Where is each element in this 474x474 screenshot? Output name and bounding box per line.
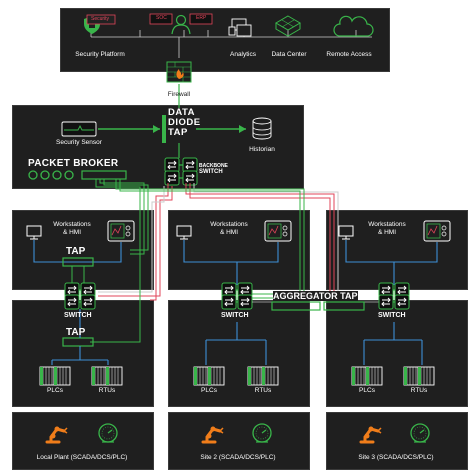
backbone-switch-line1: BACKBONE [199, 163, 228, 169]
aggregator-tap-ports [271, 301, 321, 311]
firewall-label: Firewall [167, 91, 191, 98]
site3-workstations-line2: & HMI [377, 229, 397, 236]
site3-plant-panel [326, 412, 468, 470]
site2-label: Site 2 (SCADA/DCS/PLC) [200, 454, 276, 461]
erp-screen [189, 13, 213, 25]
diode-bar [162, 115, 166, 143]
security-badge [86, 14, 116, 25]
packet-broker-ports [28, 170, 127, 180]
data-center-label: Data Center [271, 51, 307, 58]
robot-arm-icon [201, 425, 225, 444]
site2-switch-label: SWITCH [221, 312, 249, 319]
site1-plant-panel [12, 412, 154, 470]
gauge-icon [98, 423, 118, 443]
site1-workstations-line1: Workstations [53, 221, 91, 228]
analyst-icon [171, 14, 191, 35]
site2-plcs-label: PLCs [201, 387, 217, 394]
security-platform-label: Security Platform [75, 51, 125, 58]
local-plant-label: Local Plant (SCADA/DCS/PLC) [36, 454, 128, 461]
site2-workstations-line2: & HMI [219, 229, 239, 236]
firewall-icon [166, 61, 192, 83]
robot-arm-icon [45, 425, 69, 444]
cloud-icon [333, 15, 374, 37]
data-diode-tap-line2: DIODE [168, 117, 201, 128]
hmi-icon [107, 220, 135, 242]
site1-tap-label: TAP [66, 246, 86, 257]
data-center-icon [275, 15, 301, 37]
security-sensor-label: Security Sensor [56, 139, 102, 146]
gauge-icon [252, 423, 272, 443]
analytics-label: Analytics [229, 51, 257, 58]
site3-plcs-label: PLCs [359, 387, 375, 394]
workstation-icon [26, 225, 42, 240]
aggregator-tap-label: AGGREGATOR TAP [273, 291, 358, 301]
site1-switch-label: SWITCH [64, 312, 92, 319]
site1-tap-ports [62, 257, 94, 267]
site2-plant-panel [168, 412, 310, 470]
site1-plcs-label: PLCs [47, 387, 63, 394]
analytics-icon [228, 18, 252, 37]
site1-rtus-label: RTUs [98, 387, 116, 394]
backbone-switch-line2: SWITCH [199, 169, 223, 175]
soc-badge-label: SOC [156, 15, 167, 21]
gauge-icon [410, 423, 430, 443]
security-badge-label: Security [91, 16, 110, 22]
site1-tap2-label: TAP [66, 327, 86, 338]
site3-network-panel [326, 210, 468, 290]
data-diode-tap-line3: TAP [168, 127, 188, 138]
site2-network-panel [168, 210, 310, 290]
site3-rtus-label: RTUs [410, 387, 428, 394]
robot-arm-icon [359, 425, 383, 444]
site3-label: Site 3 (SCADA/DCS/PLC) [358, 454, 434, 461]
packet-broker-label: PACKET BROKER [28, 158, 119, 169]
erp-badge-label: ERP [196, 15, 207, 21]
historian-label: Historian [249, 146, 275, 153]
site3-switch-label: SWITCH [378, 312, 406, 319]
site2-workstations-line1: Workstations [210, 221, 248, 228]
historian-icon [252, 117, 272, 140]
site1-workstations-line2: & HMI [62, 229, 82, 236]
site1-tap2-ports [62, 337, 94, 347]
site2-rtus-label: RTUs [254, 387, 272, 394]
site3-workstations-line1: Workstations [368, 221, 406, 228]
security-sensor-icon [61, 121, 97, 137]
remote-access-label: Remote Access [326, 51, 372, 58]
data-diode-tap-line1: DATA [168, 107, 195, 118]
site2-field-panel [168, 300, 310, 407]
soc-screen [149, 13, 173, 25]
